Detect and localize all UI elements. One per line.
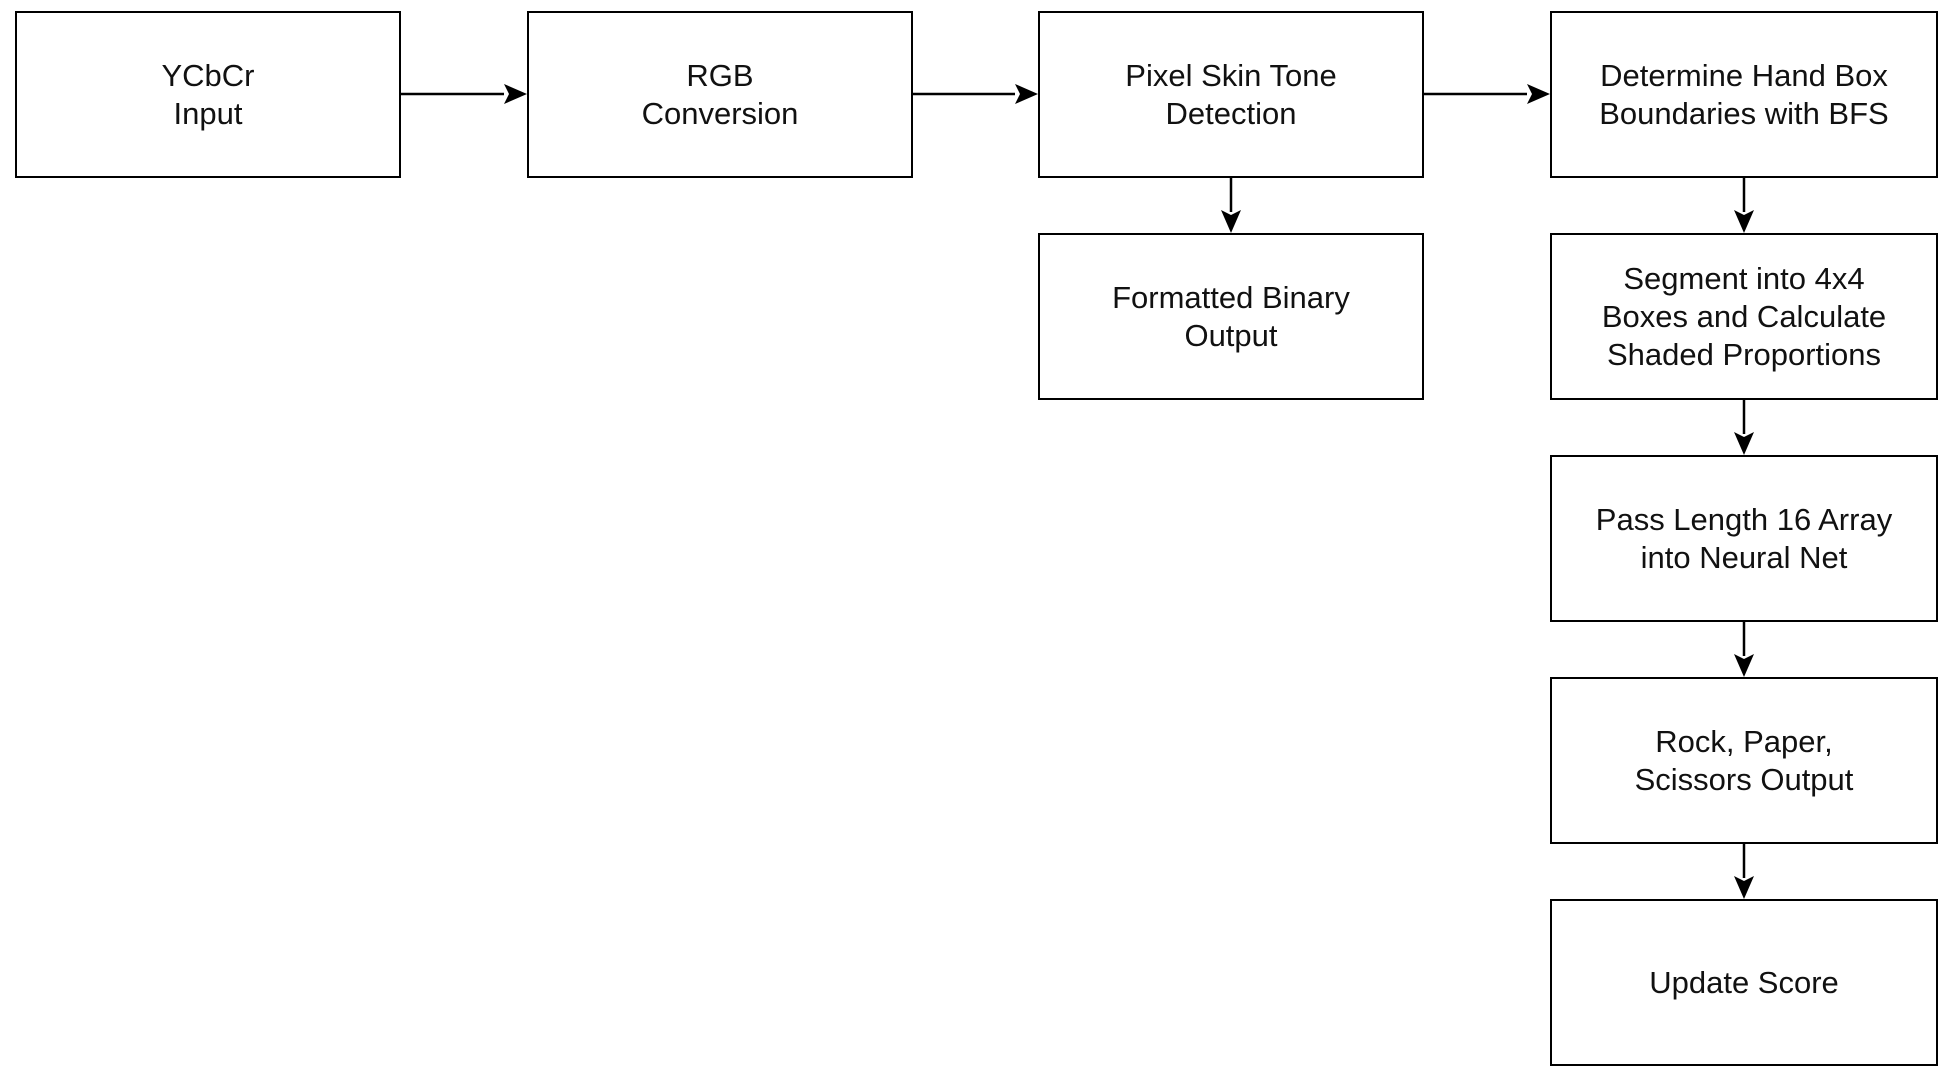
node-label: Pixel Skin Tone Detection: [1125, 57, 1336, 133]
node-rgb-conversion[interactable]: RGB Conversion: [527, 11, 913, 178]
node-label: Pass Length 16 Array into Neural Net: [1596, 501, 1892, 577]
node-label-line: Boundaries with BFS: [1599, 95, 1889, 131]
node-pixel-skin-tone-detection[interactable]: Pixel Skin Tone Detection: [1038, 11, 1424, 178]
edge-skin-to-binary: [1221, 178, 1241, 233]
arrowhead-icon: [1734, 432, 1754, 455]
node-label-line: YCbCr: [161, 57, 255, 93]
node-formatted-binary-output[interactable]: Formatted Binary Output: [1038, 233, 1424, 400]
node-label: RGB Conversion: [642, 57, 799, 133]
arrowhead-icon: [504, 84, 527, 104]
arrowhead-icon: [1015, 84, 1038, 104]
node-label-line: Pass Length 16 Array: [1595, 501, 1893, 537]
node-label-line: Rock, Paper,: [1655, 723, 1833, 759]
node-label: Segment into 4x4 Boxes and Calculate Sha…: [1602, 260, 1886, 374]
node-label-line: Update Score: [1649, 964, 1839, 1000]
node-label-line: Output: [1184, 317, 1278, 353]
edge-segment-to-neural: [1734, 400, 1754, 455]
edge-hand-to-segment: [1734, 178, 1754, 233]
node-label-line: Boxes and Calculate: [1601, 298, 1887, 334]
node-rps-output[interactable]: Rock, Paper, Scissors Output: [1550, 677, 1938, 844]
node-label-line: Scissors Output: [1634, 761, 1854, 797]
node-label-line: RGB: [686, 57, 754, 93]
arrowhead-icon: [1221, 210, 1241, 233]
edge-neural-to-rps: [1734, 622, 1754, 677]
arrowhead-icon: [1734, 876, 1754, 899]
node-label-line: Detection: [1165, 95, 1297, 131]
node-determine-hand-box[interactable]: Determine Hand Box Boundaries with BFS: [1550, 11, 1938, 178]
node-label: Determine Hand Box Boundaries with BFS: [1599, 57, 1888, 133]
node-segment-4x4[interactable]: Segment into 4x4 Boxes and Calculate Sha…: [1550, 233, 1938, 400]
node-label-line: Shaded Proportions: [1606, 336, 1882, 372]
arrowhead-icon: [1734, 210, 1754, 233]
node-label-line: Conversion: [641, 95, 799, 131]
node-update-score[interactable]: Update Score: [1550, 899, 1938, 1066]
arrowhead-icon: [1734, 654, 1754, 677]
node-label: Rock, Paper, Scissors Output: [1635, 723, 1854, 799]
edge-skin-to-hand: [1424, 84, 1550, 104]
node-label-line: Input: [173, 95, 243, 131]
node-label: Formatted Binary Output: [1112, 279, 1350, 355]
edge-rps-to-score: [1734, 844, 1754, 899]
edge-ycbcr-to-rgb: [401, 84, 527, 104]
node-label-line: Pixel Skin Tone: [1125, 57, 1337, 93]
arrowhead-icon: [1527, 84, 1550, 104]
edge-rgb-to-skin: [913, 84, 1038, 104]
node-label: YCbCr Input: [161, 57, 254, 133]
node-ycbcr-input[interactable]: YCbCr Input: [15, 11, 401, 178]
node-label-line: into Neural Net: [1640, 539, 1848, 575]
node-label-line: Segment into 4x4: [1623, 260, 1865, 296]
node-label-line: Determine Hand Box: [1600, 57, 1888, 93]
node-label-line: Formatted Binary: [1112, 279, 1350, 315]
node-label: Update Score: [1649, 964, 1839, 1002]
node-neural-net[interactable]: Pass Length 16 Array into Neural Net: [1550, 455, 1938, 622]
